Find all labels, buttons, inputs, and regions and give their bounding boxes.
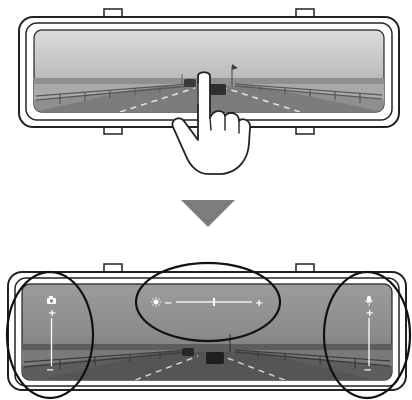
highlight-right-ellipse [322, 270, 412, 400]
camera-icon [47, 296, 56, 304]
pointing-hand-icon [171, 71, 251, 175]
highlight-center-ellipse [134, 261, 282, 343]
audio-slider[interactable]: + − [364, 296, 374, 376]
camera-slider-plus[interactable]: + [48, 308, 56, 319]
brightness-slider-plus[interactable]: + [255, 298, 263, 309]
camera-slider-minus[interactable]: − [46, 365, 54, 376]
microphone-icon [365, 296, 373, 306]
audio-slider-plus[interactable]: + [366, 308, 374, 319]
audio-slider-minus[interactable]: − [364, 365, 372, 376]
top-mirror [18, 8, 400, 175]
camera-slider[interactable]: + − [46, 296, 56, 376]
bottom-mirror: + − − + [5, 261, 412, 400]
sun-icon [151, 297, 161, 307]
highlight-left-ellipse [5, 270, 95, 400]
brightness-slider-minus[interactable]: − [164, 298, 172, 309]
down-arrow-icon [181, 200, 235, 227]
brightness-slider[interactable]: − + [151, 297, 263, 309]
